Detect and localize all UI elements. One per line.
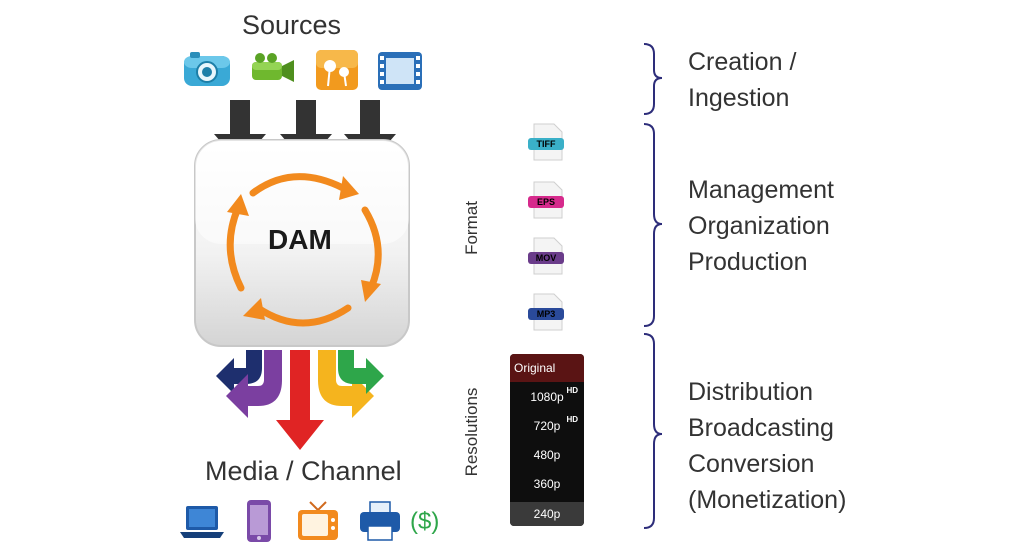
resolution-option-label: 1080p [530,390,564,404]
stage-management: Management Organization Production [688,172,834,280]
laptop-icon [180,506,224,538]
dam-box [194,139,410,347]
mov-file-label: MOV [536,253,557,263]
camera-icon [184,52,230,86]
resolution-option-240p[interactable]: 240p [510,502,584,526]
format-label: Format [462,201,481,255]
stage-line: Management [688,176,834,204]
media-title: Media / Channel [205,456,402,486]
resolutions-label: Resolutions [462,387,481,477]
resolution-option-360p[interactable]: 360p [510,470,584,499]
eps-file-label: EPS [537,197,555,207]
hd-badge: HD [566,415,578,424]
stage-line: Conversion [688,450,815,478]
output-arrows [216,350,384,450]
resolution-option-720p[interactable]: 720p HD [510,412,584,441]
stage-line: Broadcasting [688,414,834,442]
stage-line: (Monetization) [688,486,847,514]
mov-file-icon: MOV [528,237,564,275]
phone-icon [247,500,271,542]
video-camera-icon [252,53,294,82]
stage-line: Ingestion [688,84,790,112]
resolution-option-label: Original [514,361,556,375]
film-icon [378,52,422,90]
resolution-option-label: 480p [533,448,561,462]
stage-line: Creation / [688,48,797,76]
resolution-option-label: 360p [533,477,561,491]
resolution-option-label: 240p [533,507,561,521]
mp3-file-label: MP3 [537,309,556,319]
photo-icon [316,50,358,90]
dam-label: DAM [268,224,332,255]
resolution-option-label: 720p [533,419,561,433]
stage-brackets [643,43,663,529]
tiff-file-icon: TIFF [528,123,564,161]
eps-file-icon: EPS [528,181,564,219]
stage-line: Production [688,248,808,276]
stage-distribution: Distribution Broadcasting Conversion (Mo… [688,374,846,518]
stage-creation: Creation / Ingestion [688,44,796,116]
money-label: ($) [410,508,440,535]
resolution-option-480p[interactable]: 480p [510,441,584,470]
mp3-file-icon: MP3 [528,293,564,331]
resolution-option-original[interactable]: Original [510,354,584,382]
tv-icon [298,501,338,540]
stage-line: Organization [688,212,830,240]
stage-line: Distribution [688,378,814,406]
tiff-file-label: TIFF [537,139,556,149]
hd-badge: HD [566,386,578,395]
sources-title: Sources [242,10,342,40]
printer-icon [360,501,400,541]
